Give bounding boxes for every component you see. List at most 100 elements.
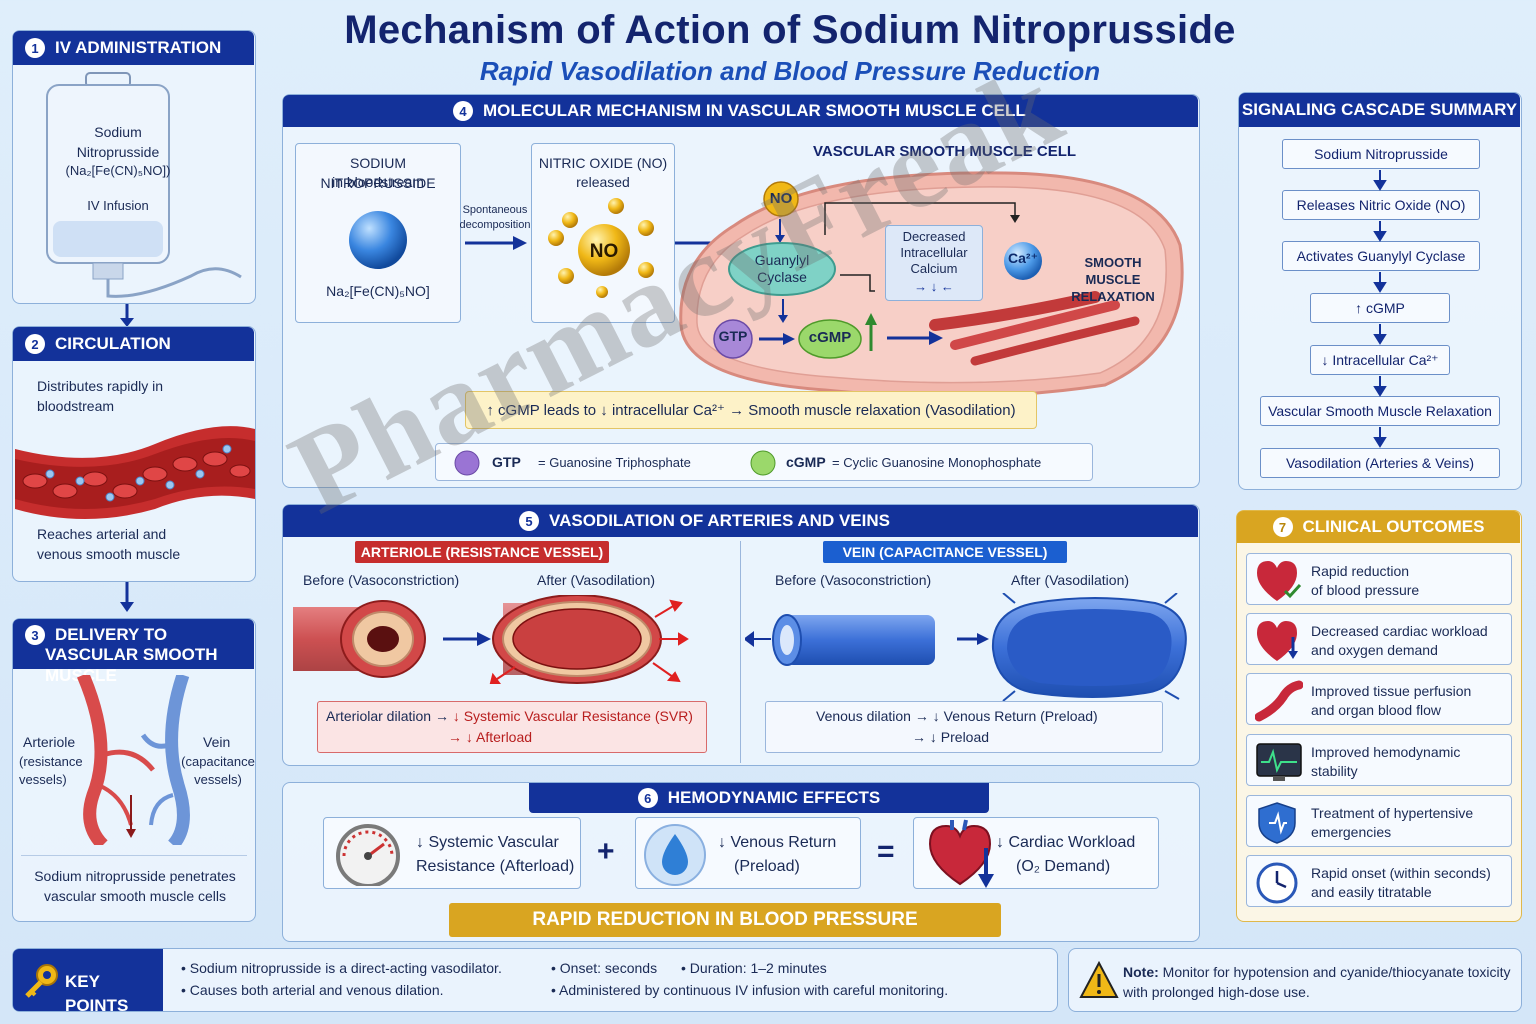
key-point-3a: • Onset: seconds — [551, 960, 658, 976]
outcome-2-line-1: Decreased cardiac workload — [1311, 623, 1488, 639]
key-icon — [25, 964, 58, 998]
cgmp-legend-icon — [750, 450, 776, 476]
arteriole-effect-1: ↓ Systemic Vascular Resistance (SVR) — [452, 708, 693, 724]
vein-before-label: Before (Vasoconstriction) — [775, 572, 932, 588]
outcome-3-line-1: Improved tissue perfusion — [1311, 683, 1472, 699]
arrow-right-icon — [465, 236, 527, 250]
circulation-text-1: Distributes rapidly in bloodstream — [37, 378, 164, 414]
arteriole-effect-2: → ↓ Afterload — [448, 729, 533, 745]
step-number-7: 7 — [1272, 517, 1293, 537]
panel-hemodynamic-header: 6 HEMODYNAMIC EFFECTS — [529, 783, 989, 813]
molecule-sphere-icon — [349, 211, 407, 269]
cardiac-workload-box: ↓ Cardiac Workload (O₂ Demand) — [913, 817, 1159, 889]
gtp-legend-icon — [454, 450, 480, 476]
outcome-4-line-1: Improved hemodynamic — [1311, 744, 1461, 760]
outcome-5-line-1: Treatment of hypertensive — [1311, 805, 1474, 821]
key-points-title: KEY POINTS — [65, 972, 129, 1015]
arrow-up-icon — [865, 313, 877, 351]
vein-effect-1: Venous dilation → ↓ Venous Return (Prelo… — [816, 708, 1098, 724]
snp-title-1: SODIUM NITROPRUSSIDE — [320, 155, 436, 191]
step-number-4: 4 — [453, 101, 473, 121]
page-title: Mechanism of Action of Sodium Nitropruss… — [344, 8, 1236, 52]
arteriole-effect-box: Arteriolar dilation → ↓ Systemic Vascula… — [317, 701, 707, 753]
iv-bag-formula: (Na₂[Fe(CN)₅NO]) — [65, 163, 171, 178]
snp-formula: Na₂[Fe(CN)₅NO] — [326, 283, 430, 299]
decreased-calcium-box: Decreased Intracellular Calcium → ↓ ← — [885, 225, 983, 301]
no-small-label: NO — [769, 190, 793, 207]
artery-vein-illustration — [77, 675, 190, 845]
step-number-3: 3 — [25, 625, 45, 645]
no-title-1: NITRIC OXIDE (NO) — [538, 155, 668, 171]
snp-box: SODIUM NITROPRUSSIDE in bloodstream Na₂[… — [295, 143, 461, 323]
arteriole-after-label: After (Vasodilation) — [537, 572, 656, 588]
svr-line-1: ↓ Systemic Vascular — [416, 834, 559, 851]
legend-gtp: GTP — [492, 454, 521, 470]
arrow-down-icon — [778, 299, 788, 323]
vein-section-title: VEIN (CAPACITANCE VESSEL) — [823, 541, 1067, 563]
toxicity-note: Note: Monitor for hypotension and cyanid… — [1068, 948, 1522, 1012]
panel-iv-title: IV ADMINISTRATION — [55, 38, 222, 57]
gc-label-1: Guanylyl — [754, 252, 810, 268]
panel-delivery: 3 DELIVERY TO VASCULAR SMOOTH MUSCLE Art… — [12, 618, 256, 922]
warning-icon — [1079, 961, 1119, 998]
snp-title-2: in bloodstream — [332, 174, 424, 190]
cgmp-icon — [798, 319, 862, 359]
calcium-ion-label: Ca²⁺ — [1008, 250, 1038, 266]
cascade-header: SIGNALING CASCADE SUMMARY — [1239, 93, 1520, 127]
arrow-right-icon — [887, 331, 943, 345]
mechanism-summary-banner: ↑ cGMP leads to ↓ intracellular Ca²⁺ → S… — [465, 391, 1037, 429]
plus-sign: + — [597, 835, 615, 868]
gauge-icon — [336, 824, 400, 886]
vein-effect-2: → ↓ Preload — [912, 729, 990, 745]
guanylyl-cyclase-icon — [728, 242, 836, 296]
outcome-4-line-2: stability — [1311, 763, 1358, 780]
cardiac-workload-line-2: (O₂ Demand) — [1016, 858, 1111, 875]
calcium-box-arrows: → ↓ ← — [914, 279, 954, 294]
decomposition-label-2: decomposition — [459, 219, 531, 231]
relaxation-label-3: RELAXATION — [1071, 289, 1155, 304]
svr-line-2: Resistance (Afterload) — [416, 858, 575, 875]
legend-cgmp: cGMP — [786, 454, 826, 470]
heart-icon — [1257, 621, 1298, 661]
step-number-6: 6 — [637, 788, 658, 808]
venous-return-line-1: ↓ Venous Return — [718, 834, 837, 851]
relaxation-label-2: MUSCLE — [1085, 272, 1141, 287]
outcome-1-line-2: of blood pressure — [1311, 582, 1420, 599]
calcium-box-3: Calcium — [910, 261, 958, 276]
panel-circulation: 2 CIRCULATION Distributes rapidly in blo… — [12, 326, 256, 582]
bp-reduction-banner: RAPID REDUCTION IN BLOOD PRESSURE — [449, 903, 1001, 937]
note-label: Note: — [1123, 964, 1159, 980]
panel-molecular-header: 4 MOLECULAR MECHANISM IN VASCULAR SMOOTH… — [283, 95, 1198, 127]
key-point-4: • Administered by continuous IV infusion… — [551, 982, 949, 998]
iv-bag-label-4: IV Infusion — [87, 198, 149, 213]
panel-iv-header: 1 IV ADMINISTRATION — [13, 31, 254, 65]
arteriole-effect-prefix: Arteriolar dilation → — [326, 708, 449, 724]
cgmp-label: cGMP — [808, 329, 852, 346]
panel-vasodilation-title: VASODILATION OF ARTERIES AND VEINS — [549, 511, 890, 530]
arteriole-before-label: Before (Vasoconstriction) — [303, 572, 460, 588]
gtp-label: GTP — [718, 328, 748, 344]
calcium-box-2: Intracellular — [900, 245, 968, 260]
cell-title: VASCULAR SMOOTH MUSCLE CELL — [813, 143, 1077, 160]
panel-delivery-title-1: DELIVERY TO — [55, 625, 168, 644]
shield-icon — [1258, 802, 1296, 844]
no-molecules-icon — [548, 198, 654, 298]
page-subtitle: Rapid Vasodilation and Blood Pressure Re… — [479, 56, 1101, 86]
panel-delivery-header: 3 DELIVERY TO VASCULAR SMOOTH MUSCLE — [13, 619, 254, 685]
panel-vasodilation: 5 VASODILATION OF ARTERIES AND VEINS ART… — [282, 504, 1200, 766]
outcome-item-6: Rapid onset (within seconds)and easily t… — [1246, 855, 1512, 907]
heart-check-icon — [1257, 561, 1302, 601]
panel-iv-administration: 1 IV ADMINISTRATION Sodium Nitroprusside… — [12, 30, 256, 304]
calcium-box-1: Decreased — [902, 229, 966, 244]
calcium-ion-icon — [1004, 242, 1042, 280]
cascade-arrows — [1373, 170, 1387, 448]
legend-gtp-definition: = Guanosine Triphosphate — [538, 455, 691, 470]
abbreviation-legend: GTP = Guanosine Triphosphate cGMP = Cycl… — [435, 443, 1093, 481]
panel-hemodynamic-title: HEMODYNAMIC EFFECTS — [667, 788, 881, 807]
vein-effect-box: Venous dilation → ↓ Venous Return (Prelo… — [765, 701, 1163, 753]
clinical-title: CLINICAL OUTCOMES — [1302, 517, 1485, 536]
clock-icon — [1256, 862, 1298, 904]
